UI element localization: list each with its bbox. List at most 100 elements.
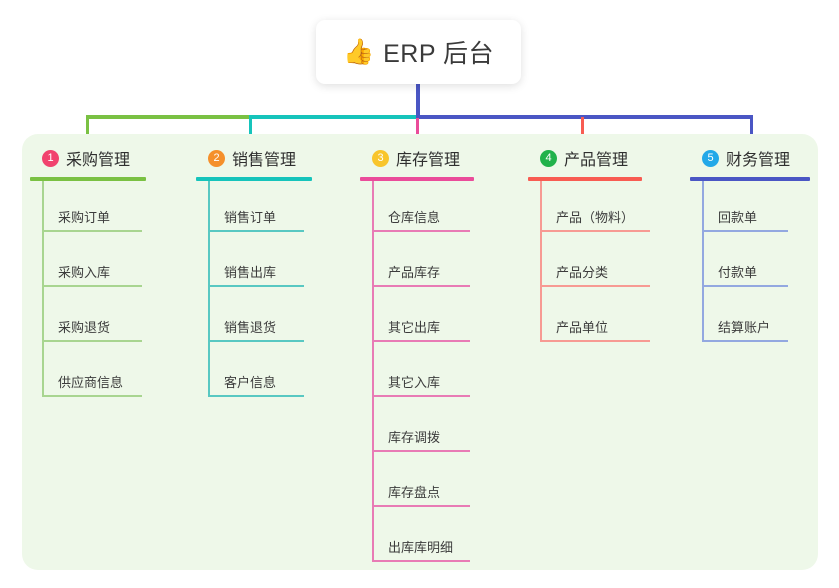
branch-item-label: 采购退货 bbox=[58, 320, 111, 335]
branch-item-label: 付款单 bbox=[718, 265, 758, 280]
branch-item[interactable]: 产品分类 bbox=[528, 236, 683, 291]
branch-title: 财务管理 bbox=[726, 152, 791, 169]
branch-header-1[interactable]: 1 采购管理 bbox=[30, 146, 180, 170]
branch-spine bbox=[702, 181, 704, 342]
branch-number-badge: 4 bbox=[540, 149, 557, 167]
branch-number-badge: 5 bbox=[702, 149, 719, 167]
branch-item[interactable]: 出库库明细 bbox=[360, 511, 510, 566]
drop-connector-4 bbox=[581, 117, 584, 146]
branch-title: 产品管理 bbox=[564, 152, 629, 169]
branch-item-label: 回款单 bbox=[718, 210, 758, 225]
branch-item-label: 产品分类 bbox=[556, 265, 609, 280]
branch-item-label: 库存盘点 bbox=[388, 485, 441, 500]
branch-header-5[interactable]: 5 财务管理 bbox=[690, 146, 839, 170]
branch-item-label: 出库库明细 bbox=[388, 540, 454, 555]
branch-item-label: 结算账户 bbox=[718, 320, 771, 335]
branch-item-label: 采购订单 bbox=[58, 210, 111, 225]
branch-title: 库存管理 bbox=[396, 152, 461, 169]
branch-item[interactable]: 结算账户 bbox=[690, 291, 839, 346]
branch-item-label: 产品库存 bbox=[388, 265, 441, 280]
branch-item-rule bbox=[42, 395, 142, 397]
branch-item[interactable]: 销售退货 bbox=[196, 291, 346, 346]
branch-item-rule bbox=[540, 340, 650, 342]
branch-item-label: 库存调拨 bbox=[388, 430, 441, 445]
branch-item-rule bbox=[42, 340, 142, 342]
branch-item-list: 采购订单采购入库采购退货供应商信息 bbox=[30, 181, 180, 401]
branch-header-rule bbox=[196, 177, 312, 181]
branch-item-label: 仓库信息 bbox=[388, 210, 441, 225]
branch-title: 采购管理 bbox=[66, 152, 131, 169]
branch-item-rule bbox=[540, 285, 650, 287]
branch-header-rule bbox=[30, 177, 146, 181]
branch-number-badge: 3 bbox=[372, 149, 389, 167]
branch-item-list: 回款单付款单结算账户 bbox=[690, 181, 839, 346]
branch-item-rule bbox=[372, 505, 470, 507]
branch-item[interactable]: 产品库存 bbox=[360, 236, 510, 291]
root-node-title: ERP 后台 bbox=[383, 40, 495, 68]
branch-header-2[interactable]: 2 销售管理 bbox=[196, 146, 346, 170]
branch-spine bbox=[208, 181, 210, 397]
branch-item[interactable]: 回款单 bbox=[690, 181, 839, 236]
branch-item-rule bbox=[372, 285, 470, 287]
branches-panel bbox=[22, 134, 818, 570]
drop-connector-1 bbox=[86, 117, 89, 146]
bus-segment-2 bbox=[249, 115, 418, 119]
branch-item[interactable]: 销售订单 bbox=[196, 181, 346, 236]
branch-header-rule bbox=[360, 177, 474, 181]
branch-spine bbox=[540, 181, 542, 342]
branch-item-rule bbox=[208, 395, 304, 397]
branch-item-rule bbox=[208, 285, 304, 287]
drop-connector-5 bbox=[750, 117, 753, 146]
branch-item-rule bbox=[702, 230, 788, 232]
branch-item-rule bbox=[208, 230, 304, 232]
drop-connector-3 bbox=[416, 117, 419, 146]
branch-item-rule bbox=[702, 340, 788, 342]
branch-item[interactable]: 采购退货 bbox=[30, 291, 180, 346]
branch-item-rule bbox=[540, 230, 650, 232]
branch-item[interactable]: 供应商信息 bbox=[30, 346, 180, 401]
branch-item-rule bbox=[372, 560, 470, 562]
branch-item[interactable]: 库存盘点 bbox=[360, 456, 510, 511]
branch-title: 销售管理 bbox=[232, 152, 297, 169]
branch-item[interactable]: 销售出库 bbox=[196, 236, 346, 291]
branch-item-label: 客户信息 bbox=[224, 375, 277, 390]
branch-item[interactable]: 产品单位 bbox=[528, 291, 683, 346]
branch-header-rule bbox=[690, 177, 810, 181]
branch-item-label: 销售出库 bbox=[224, 265, 277, 280]
branch-item-label: 其它入库 bbox=[388, 375, 441, 390]
branch-column-4: 4 产品管理产品（物料） 产品分类产品单位 bbox=[528, 146, 683, 346]
root-node[interactable]: 👍 ERP 后台 bbox=[316, 20, 521, 84]
branch-column-1: 1 采购管理采购订单采购入库采购退货供应商信息 bbox=[30, 146, 180, 401]
branch-item-rule bbox=[702, 285, 788, 287]
branch-item[interactable]: 库存调拨 bbox=[360, 401, 510, 456]
branch-item-list: 销售订单销售出库销售退货客户信息 bbox=[196, 181, 346, 401]
branch-item[interactable]: 付款单 bbox=[690, 236, 839, 291]
thumbs-up-icon: 👍 bbox=[342, 37, 375, 66]
branch-item-rule bbox=[372, 395, 470, 397]
branch-item[interactable]: 客户信息 bbox=[196, 346, 346, 401]
branch-number-badge: 2 bbox=[208, 149, 225, 167]
root-stem-connector bbox=[416, 84, 420, 118]
branch-item-label: 产品单位 bbox=[556, 320, 609, 335]
bus-segment-3 bbox=[416, 115, 753, 119]
branch-item[interactable]: 采购订单 bbox=[30, 181, 180, 236]
branch-item[interactable]: 其它入库 bbox=[360, 346, 510, 401]
branch-item-list: 产品（物料） 产品分类产品单位 bbox=[528, 181, 683, 346]
drop-connector-2 bbox=[249, 117, 252, 146]
branch-number-badge: 1 bbox=[42, 149, 59, 167]
branch-item-rule bbox=[208, 340, 304, 342]
branch-item-rule bbox=[42, 285, 142, 287]
branch-item-label: 销售退货 bbox=[224, 320, 277, 335]
branch-item-rule bbox=[372, 450, 470, 452]
branch-header-3[interactable]: 3 库存管理 bbox=[360, 146, 510, 170]
branch-column-2: 2 销售管理销售订单销售出库销售退货客户信息 bbox=[196, 146, 346, 401]
branch-item[interactable]: 采购入库 bbox=[30, 236, 180, 291]
branch-item-label: 供应商信息 bbox=[58, 375, 124, 390]
bus-segment-1 bbox=[86, 115, 251, 119]
branch-item[interactable]: 其它出库 bbox=[360, 291, 510, 346]
branch-item[interactable]: 产品（物料） bbox=[528, 181, 683, 236]
branch-header-rule bbox=[528, 177, 642, 181]
branch-header-4[interactable]: 4 产品管理 bbox=[528, 146, 683, 170]
branch-item[interactable]: 仓库信息 bbox=[360, 181, 510, 236]
